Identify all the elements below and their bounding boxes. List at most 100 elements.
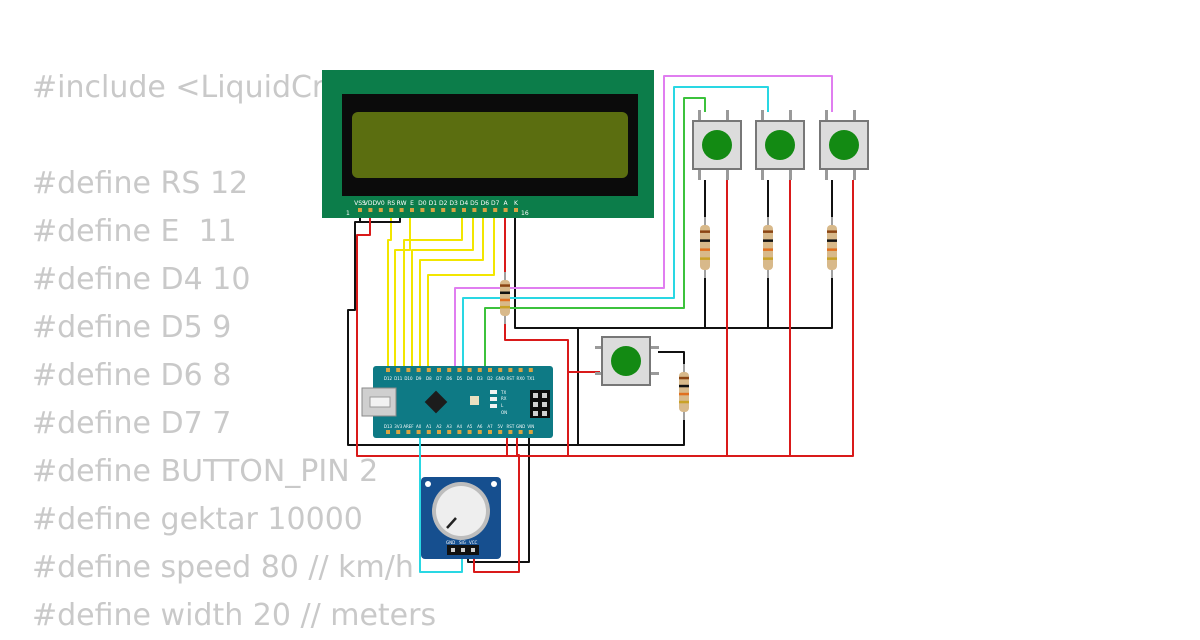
lcd-pin-label: K	[514, 200, 519, 207]
pushbutton-2-cap[interactable]	[765, 130, 795, 160]
lcd-pin	[503, 208, 508, 212]
nano-top-pin-label: GND	[496, 376, 505, 381]
nano-pin	[457, 368, 462, 372]
lcd-pin-label: E	[410, 200, 414, 207]
code-line: #define RS 12	[32, 166, 249, 201]
lcd-pin-label: D0	[418, 200, 427, 207]
nano-pin	[416, 368, 421, 372]
nano-pin	[498, 368, 503, 372]
lcd-pin	[389, 208, 394, 212]
nano-top-pin-label: D3	[477, 376, 483, 381]
lcd-pin	[493, 208, 498, 212]
nano-top-pin-label: TX1	[526, 376, 535, 381]
nano-bottom-pins	[386, 430, 533, 434]
lcd-pin-16-label: 16	[521, 210, 529, 217]
nano-pin	[467, 430, 472, 434]
nano-pin	[426, 368, 431, 372]
nano-pin	[477, 368, 482, 372]
reset-button[interactable]	[470, 396, 479, 405]
nano-bottom-pin-label: A2	[436, 424, 442, 429]
lcd-pin	[420, 208, 425, 212]
nano-top-pin-label: D9	[416, 376, 422, 381]
code-line: #define speed 80 // km/h	[32, 550, 414, 585]
lcd-screen	[352, 112, 628, 178]
lcd-pin-label: D6	[481, 200, 490, 207]
code-line: #define D7 7	[32, 406, 232, 441]
nano-pin	[426, 430, 431, 434]
lcd-pin	[451, 208, 456, 212]
code-line: #define E 11	[32, 214, 237, 249]
nano-pin	[447, 430, 452, 434]
nano-pin	[396, 430, 401, 434]
pushbutton-1-cap[interactable]	[702, 130, 732, 160]
lcd-pin-label: RW	[397, 200, 407, 207]
red-wires	[356, 180, 854, 573]
lcd-pin	[368, 208, 373, 212]
pushbutton-2[interactable]	[755, 110, 805, 180]
nano-pin	[467, 368, 472, 372]
nano-pin	[518, 368, 523, 372]
pot-knob-indicator	[446, 517, 457, 529]
yellow-wires	[387, 210, 495, 370]
nano-pin	[406, 430, 411, 434]
lcd-pin	[462, 208, 466, 212]
pushbutton-4[interactable]	[595, 336, 659, 386]
nano-pin	[406, 368, 411, 372]
nano-top-pin-label: D10	[404, 376, 413, 381]
nano-pin	[386, 368, 390, 372]
nano-bottom-pin-label: AREF	[403, 424, 414, 429]
nano-pin	[437, 368, 441, 372]
resistor	[827, 217, 837, 278]
lcd-pin	[441, 208, 446, 212]
nano-pin	[528, 430, 533, 434]
lcd-pin-label: RS	[387, 200, 395, 207]
microcontroller-chip	[424, 390, 448, 414]
nano-pin	[488, 368, 492, 372]
nano-pin	[457, 430, 462, 434]
nano-bottom-pin-label: 3V3	[394, 424, 402, 429]
pot-hole-left	[425, 481, 431, 487]
resistor	[500, 272, 510, 324]
lcd-pin	[378, 208, 383, 212]
led-l	[490, 404, 497, 408]
code-line: #define D4 10	[32, 262, 251, 297]
pushbutton-3[interactable]	[819, 110, 869, 180]
nano-bottom-pin-label: A7	[487, 424, 493, 429]
icsp-pins	[533, 393, 547, 416]
lcd-pin-1-label: 1	[346, 210, 350, 217]
pushbutton-1[interactable]	[692, 110, 742, 180]
lcd-pin	[410, 208, 414, 212]
potentiometer-module[interactable]: GND SIG VCC	[421, 477, 501, 559]
lcd-pin-label: VSS	[354, 200, 366, 207]
pushbutton-4-cap[interactable]	[611, 346, 641, 376]
pot-knob[interactable]	[436, 486, 486, 536]
led-rx	[490, 397, 497, 401]
nano-pin	[508, 430, 513, 434]
nano-top-pin-label: D5	[457, 376, 463, 381]
nano-pin	[498, 430, 503, 434]
pushbutton-3-cap[interactable]	[829, 130, 859, 160]
nano-top-pin-label: D8	[426, 376, 432, 381]
code-line: #define width 20 // meters	[32, 598, 437, 633]
nano-top-pin-label: D11	[394, 376, 403, 381]
nano-pin	[396, 368, 401, 372]
lcd-pin-label: D2	[439, 200, 448, 207]
nano-bottom-pin-label: A4	[457, 424, 463, 429]
lcd-pin-label: A	[504, 200, 509, 207]
nano-pin	[518, 430, 523, 434]
nano-top-pin-label: D4	[467, 376, 473, 381]
nano-pin	[416, 430, 421, 434]
green-wire	[484, 97, 706, 370]
nano-label-tx: TX	[500, 390, 506, 395]
pot-label-vcc: VCC	[469, 540, 478, 545]
lcd-pin	[472, 208, 477, 212]
nano-top-pin-label: RX0	[517, 376, 526, 381]
lcd-pin-label: D1	[429, 200, 438, 207]
nano-top-pins	[386, 368, 533, 372]
nano-bottom-pin-label: RST	[507, 424, 515, 429]
nano-label-on: ON	[501, 410, 507, 415]
nano-pin	[447, 368, 452, 372]
